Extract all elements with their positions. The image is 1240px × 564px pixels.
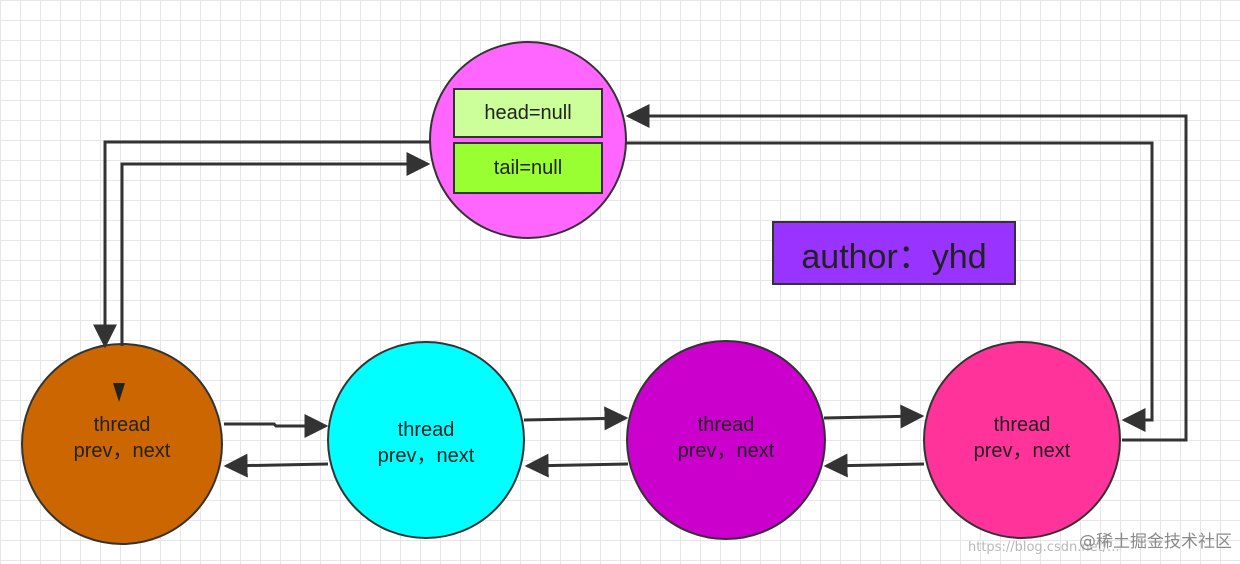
next-arrow-1 [224, 414, 329, 438]
thread-node-1-text: thread prev，next [42, 412, 202, 464]
thread-node-2-text: thread prev，next [346, 417, 506, 469]
next-arrow-3 [823, 404, 925, 429]
author-label-box: author：yhd [772, 221, 1016, 285]
thread-node-2-circle [327, 341, 525, 539]
head-field-box: head=null [453, 88, 603, 138]
thread-node-2-title: thread [397, 419, 455, 441]
prev-arrow-3 [823, 453, 925, 478]
thread-node-4-text: thread prev，next [942, 412, 1102, 464]
thread-node-3-text: thread prev，next [646, 412, 806, 464]
tail-field-label: tail=null [493, 156, 563, 179]
tail-field-box: tail=null [453, 142, 603, 194]
author-label: author：yhd [801, 237, 987, 276]
last-to-head-arrow [625, 104, 1188, 442]
tail-pointer-arrow [626, 141, 1154, 432]
thread-node-1-title: thread [93, 414, 151, 436]
thread-node-4-title: thread [993, 414, 1051, 436]
cursor-marker-icon [113, 383, 125, 402]
thread-node-3-circle [626, 340, 826, 540]
thread-node-4-circle [923, 341, 1121, 539]
head-pointer-arrow [93, 140, 430, 349]
prev-arrow-1 [223, 453, 329, 478]
head-field-label: head=null [484, 101, 572, 124]
thread-node-2-fields: prev，next [377, 445, 475, 467]
thread-node-4-fields: prev，next [973, 440, 1071, 462]
watermark-url: https://blog.csdn.net/... [968, 540, 1120, 555]
watermark-label: @稀土掘金技术社区 [1079, 532, 1232, 552]
thread-node-3-title: thread [697, 414, 755, 436]
prev-arrow-2 [524, 453, 629, 478]
thread-node-1-fields: prev，next [73, 440, 171, 462]
sync-node-circle [429, 41, 627, 239]
first-to-tail-arrow [120, 152, 431, 346]
thread-node-3-fields: prev，next [677, 440, 775, 462]
next-arrow-2 [523, 406, 629, 431]
